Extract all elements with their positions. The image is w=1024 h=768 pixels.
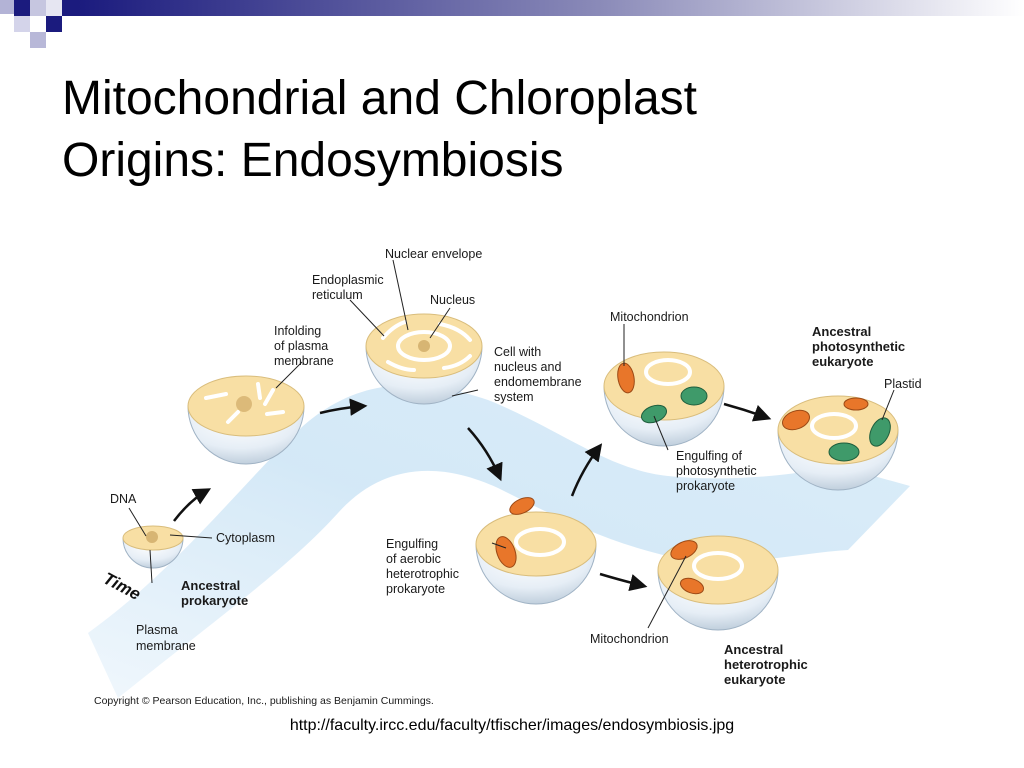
label-endoplasmic-reticulum: Endoplasmic: [312, 273, 384, 287]
title-line: Origins: Endosymbiosis: [62, 134, 564, 187]
label-ancestral-prokaryote: Ancestral: [181, 578, 240, 593]
label-engulfing-photosynthetic: Engulfing of: [676, 449, 743, 463]
label-dna: DNA: [110, 492, 137, 506]
copyright-note: Copyright © Pearson Education, Inc., pub…: [94, 695, 434, 707]
label-engulfing-aerobic: heterotrophic: [386, 567, 459, 581]
deco-square: [0, 0, 14, 14]
diagram-labels: DNA Cytoplasm Ancestral prokaryote Plasm…: [94, 247, 922, 707]
time-band: [88, 384, 910, 698]
label-plastid: Plastid: [884, 377, 922, 391]
header-decoration: [0, 0, 1024, 48]
label-infolding: membrane: [274, 354, 334, 368]
deco-square: [46, 16, 62, 32]
cell-nucleus: [365, 313, 483, 405]
arrow-3: [467, 427, 503, 482]
cell-infolding: [187, 375, 305, 465]
cell-ancestral-heterotrophic: [657, 535, 779, 631]
label-ancestral-heterotrophic: Ancestral: [724, 642, 783, 657]
deco-square: [62, 0, 78, 16]
label-engulfing-aerobic: of aerobic: [386, 552, 441, 566]
arrow-1: [173, 488, 212, 522]
cell-ancestral-prokaryote: [122, 525, 184, 569]
label-nucleus: Nucleus: [430, 293, 475, 307]
label-engulfing-photosynthetic: photosynthetic: [676, 464, 757, 478]
label-engulfing-aerobic: prokaryote: [386, 582, 445, 596]
deco-square: [30, 32, 46, 48]
header-gradient-bar: [78, 0, 1024, 16]
label-engulfing-photosynthetic: prokaryote: [676, 479, 735, 493]
deco-square: [14, 0, 30, 16]
endosymbiosis-diagram: Time: [88, 247, 922, 707]
label-cell-with-nucleus: Cell with: [494, 345, 541, 359]
leader-lines: [128, 259, 895, 629]
label-ancestral-heterotrophic: eukaryote: [724, 672, 785, 687]
label-plasma-membrane: membrane: [136, 639, 196, 653]
cell-ancestral-photosynthetic: [777, 395, 899, 491]
label-nuclear-envelope: Nuclear envelope: [385, 247, 482, 261]
label-cell-with-nucleus: system: [494, 390, 534, 404]
label-endoplasmic-reticulum: reticulum: [312, 288, 363, 302]
label-ancestral-prokaryote: prokaryote: [181, 593, 248, 608]
arrow-5: [723, 402, 772, 422]
label-cytoplasm: Cytoplasm: [216, 531, 275, 545]
label-ancestral-photosynthetic: Ancestral: [812, 324, 871, 339]
label-ancestral-photosynthetic: eukaryote: [812, 354, 873, 369]
label-infolding: of plasma: [274, 339, 328, 353]
process-arrows: [173, 398, 772, 592]
label-engulfing-aerobic: Engulfing: [386, 537, 438, 551]
label-plasma-membrane: Plasma: [136, 623, 178, 637]
slide-title: Mitochondrial and Chloroplast Origins: E…: [62, 68, 962, 192]
cell-engulfing-aerobic: [475, 497, 597, 605]
arrow-4: [570, 443, 603, 497]
deco-square: [30, 0, 46, 16]
source-url: http://faculty.ircc.edu/faculty/tfischer…: [289, 717, 735, 734]
label-ancestral-heterotrophic: heterotrophic: [724, 657, 808, 672]
label-cell-with-nucleus: endomembrane: [494, 375, 582, 389]
label-cell-with-nucleus: nucleus and: [494, 360, 561, 374]
deco-square: [46, 0, 62, 16]
arrow-6: [599, 572, 648, 592]
cell-engulfing-photosynthetic: [603, 351, 725, 447]
label-mitochondrion-bottom: Mitochondrion: [590, 632, 669, 646]
deco-square: [14, 16, 30, 32]
label-ancestral-photosynthetic: photosynthetic: [812, 339, 905, 354]
time-label: Time: [100, 569, 144, 604]
label-mitochondrion-top: Mitochondrion: [610, 310, 689, 324]
arrow-2: [319, 398, 368, 416]
title-line: Mitochondrial and Chloroplast: [62, 72, 698, 125]
label-infolding: Infolding: [274, 324, 321, 338]
